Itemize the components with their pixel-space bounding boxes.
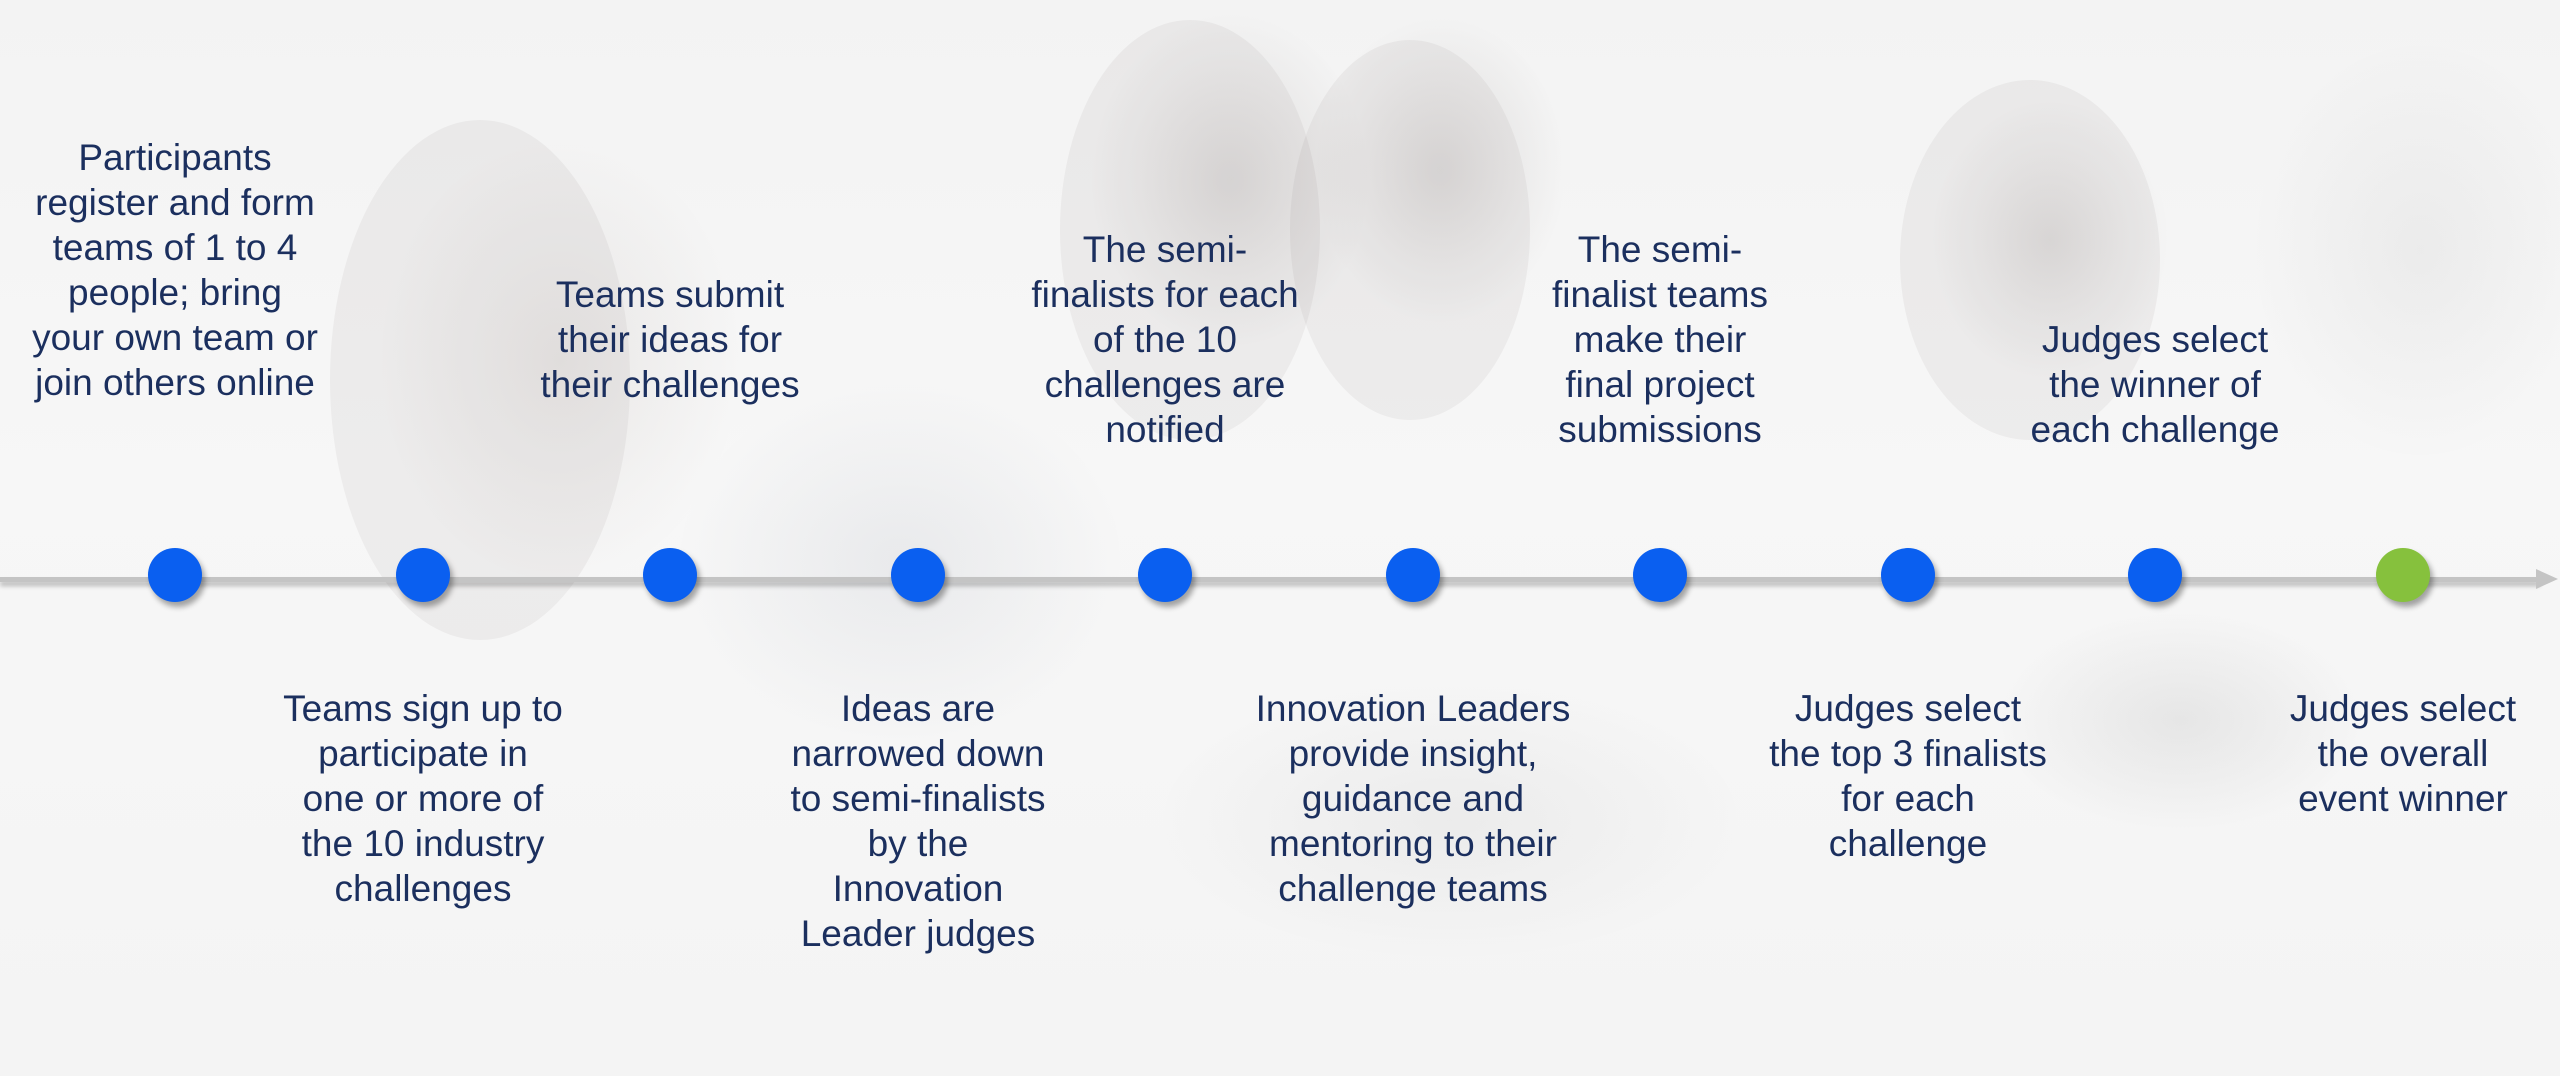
step-label: Judges select the winner of each challen… <box>2030 319 2280 450</box>
background-figure <box>1900 80 2160 440</box>
background-figure <box>1060 20 1320 440</box>
step-label: Teams sign up to participate in one or m… <box>283 688 563 909</box>
step-label: Teams submit their ideas for their chall… <box>540 274 800 405</box>
step-label: Participants register and form teams of … <box>32 137 318 403</box>
milestone-marker <box>2128 548 2182 602</box>
step-label: Innovation Leaders provide insight, guid… <box>1255 688 1571 909</box>
milestone-marker-final <box>2376 548 2430 602</box>
milestone-marker <box>1881 548 1935 602</box>
step-label: The semi-finalist teams make their final… <box>1552 229 1768 450</box>
timeline-axis <box>0 577 2540 582</box>
milestone-marker <box>1138 548 1192 602</box>
step-label: The semi-finalists for each of the 10 ch… <box>1031 229 1299 450</box>
background-figure <box>330 120 630 640</box>
step-label: Ideas are narrowed down to semi-finalist… <box>790 688 1046 954</box>
milestone-marker <box>396 548 450 602</box>
milestone-marker <box>643 548 697 602</box>
arrow-right-icon <box>2536 569 2558 589</box>
step-label: Judges select the top 3 finalists for ea… <box>1769 688 2047 864</box>
background-figure <box>1290 40 1530 420</box>
milestone-marker <box>891 548 945 602</box>
step-label: Judges select the overall event winner <box>2289 688 2517 819</box>
milestone-marker <box>1386 548 1440 602</box>
milestone-marker <box>148 548 202 602</box>
milestone-marker <box>1633 548 1687 602</box>
